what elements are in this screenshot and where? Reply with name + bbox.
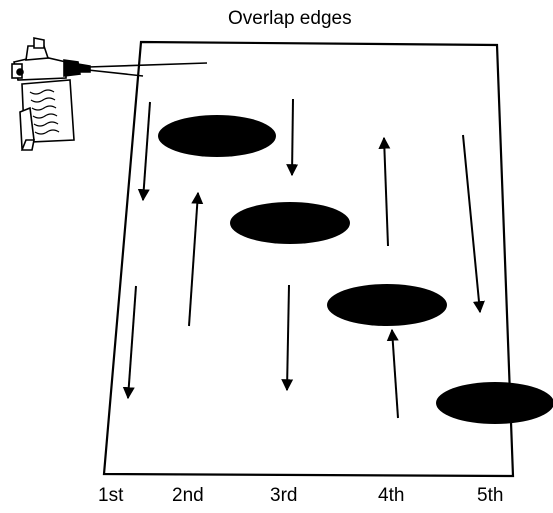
- spray-gun-icon: [11, 37, 91, 151]
- pass-label-5: 5th: [477, 485, 504, 506]
- spray-pattern-2: [230, 202, 350, 244]
- spray-pattern-3: [327, 284, 447, 326]
- arrow-pass-2: [188, 191, 204, 327]
- arrow-pass-4b: [386, 328, 399, 419]
- arrow-pass-4a: [378, 136, 391, 247]
- arrow-pass-3b: [281, 284, 294, 392]
- panel-outline: [102, 40, 515, 478]
- direction-arrows: [122, 98, 485, 419]
- arrow-pass-1a: [137, 101, 151, 202]
- pass-label-4: 4th: [378, 485, 405, 506]
- spray-pattern-1: [158, 115, 276, 157]
- spray-fan: [87, 62, 208, 77]
- pass-label-2: 2nd: [172, 485, 204, 506]
- pass-label-1: 1st: [98, 485, 124, 506]
- arrow-pass-1b: [122, 285, 137, 400]
- spray-patterns: [158, 115, 553, 424]
- arrow-pass-3a: [286, 98, 299, 177]
- spray-pattern-4: [436, 382, 553, 424]
- pass-label-3: 3rd: [270, 485, 298, 506]
- arrow-pass-5: [462, 134, 485, 314]
- diagram-title: Overlap edges: [228, 8, 352, 29]
